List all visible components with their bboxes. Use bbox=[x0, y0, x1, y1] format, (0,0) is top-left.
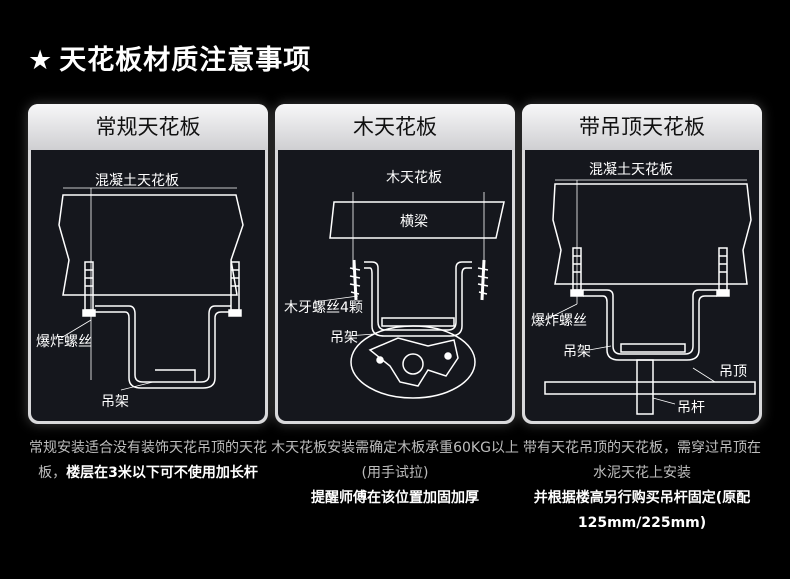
screw-label: 木牙螺丝4颗 bbox=[284, 300, 363, 316]
bracket-label: 吊架 bbox=[563, 344, 591, 360]
bolt-label: 爆炸螺丝 bbox=[531, 313, 587, 329]
caption-bold: 并根据楼高另行购买吊杆固定(原配125mm/225mm) bbox=[533, 490, 751, 531]
page-title: ★天花板材质注意事项 bbox=[28, 38, 311, 77]
expansion-bolt-right bbox=[716, 247, 730, 297]
caption-wood: 木天花板安装需确定木板承重60KG以上(用手试拉) 提醒师傅在该位置加固加厚 bbox=[270, 436, 520, 511]
bracket bbox=[583, 289, 717, 355]
star-icon: ★ bbox=[28, 45, 54, 76]
concrete-slab bbox=[58, 194, 244, 296]
wood-ceiling-diagram: 木天花板 横梁 木牙螺丝4颗 吊架 bbox=[284, 170, 505, 399]
slab-label: 混凝土天花板 bbox=[95, 173, 179, 189]
rod-label: 吊杆 bbox=[677, 400, 705, 416]
wood-ceiling-label: 木天花板 bbox=[386, 170, 442, 186]
panel-diagram: 混凝土天花板 爆炸螺丝 吊架 bbox=[31, 150, 265, 421]
caption-text: 常规安装适合没有装饰天花吊顶的天花板， bbox=[29, 440, 267, 481]
expansion-bolt-left bbox=[570, 247, 584, 297]
panel-suspended-ceiling: 带吊顶天花板 混凝土天花板 爆炸螺丝 吊架 吊顶 bbox=[522, 104, 762, 424]
panel-header: 带吊顶天花板 bbox=[522, 104, 762, 150]
bracket bbox=[95, 305, 231, 383]
panel-wood-ceiling: 木天花板 木天花板 bbox=[275, 104, 515, 424]
wood-beam bbox=[329, 201, 505, 239]
caption-bold: 楼层在3米以下可不使用加长杆 bbox=[66, 465, 258, 481]
concrete-slab bbox=[552, 183, 752, 285]
caption-suspended: 带有天花吊顶的天花板，需穿过吊顶在水泥天花上安装并根据楼高另行购买吊杆固定(原配… bbox=[517, 436, 767, 536]
slab-label: 混凝土天花板 bbox=[589, 162, 673, 178]
title-text: 天花板材质注意事项 bbox=[59, 45, 312, 76]
ceiling-label: 吊顶 bbox=[719, 364, 747, 380]
suspended-ceiling-diagram: 混凝土天花板 爆炸螺丝 吊架 吊顶 吊杆 bbox=[531, 162, 756, 416]
caption-regular: 常规安装适合没有装饰天花吊顶的天花板，楼层在3米以下可不使用加长杆 bbox=[23, 436, 273, 486]
suspended-ceiling-board bbox=[544, 381, 756, 395]
panel-diagram: 木天花板 横梁 木牙螺丝4颗 吊架 bbox=[278, 150, 512, 421]
caption-text: 带有天花吊顶的天花板，需穿过吊顶在水泥天花上安装 bbox=[523, 440, 761, 481]
panel-diagram: 混凝土天花板 爆炸螺丝 吊架 吊顶 吊杆 bbox=[525, 150, 759, 421]
panel-header: 常规天花板 bbox=[28, 104, 268, 150]
hanger-rod bbox=[636, 359, 654, 415]
regular-ceiling-diagram: 混凝土天花板 爆炸螺丝 吊架 bbox=[36, 173, 244, 410]
caption-text: 木天花板安装需确定木板承重60KG以上(用手试拉) bbox=[271, 440, 519, 481]
bolt-label: 爆炸螺丝 bbox=[36, 334, 92, 350]
wood-screw-right bbox=[477, 259, 489, 301]
beam-label: 横梁 bbox=[400, 214, 428, 230]
panel-regular-ceiling: 常规天花板 混凝土天花板 爆炸螺丝 吊架 bbox=[28, 104, 268, 424]
bracket bbox=[364, 261, 472, 331]
expansion-bolt-right bbox=[228, 261, 242, 317]
bracket-label: 吊架 bbox=[101, 394, 129, 410]
expansion-bolt-left bbox=[82, 261, 96, 317]
panel-header: 木天花板 bbox=[275, 104, 515, 150]
caption-bold: 提醒师傅在该位置加固加厚 bbox=[311, 490, 479, 506]
wood-screw-left bbox=[349, 259, 361, 301]
mount-plate bbox=[350, 325, 476, 399]
bracket-label: 吊架 bbox=[330, 330, 358, 346]
